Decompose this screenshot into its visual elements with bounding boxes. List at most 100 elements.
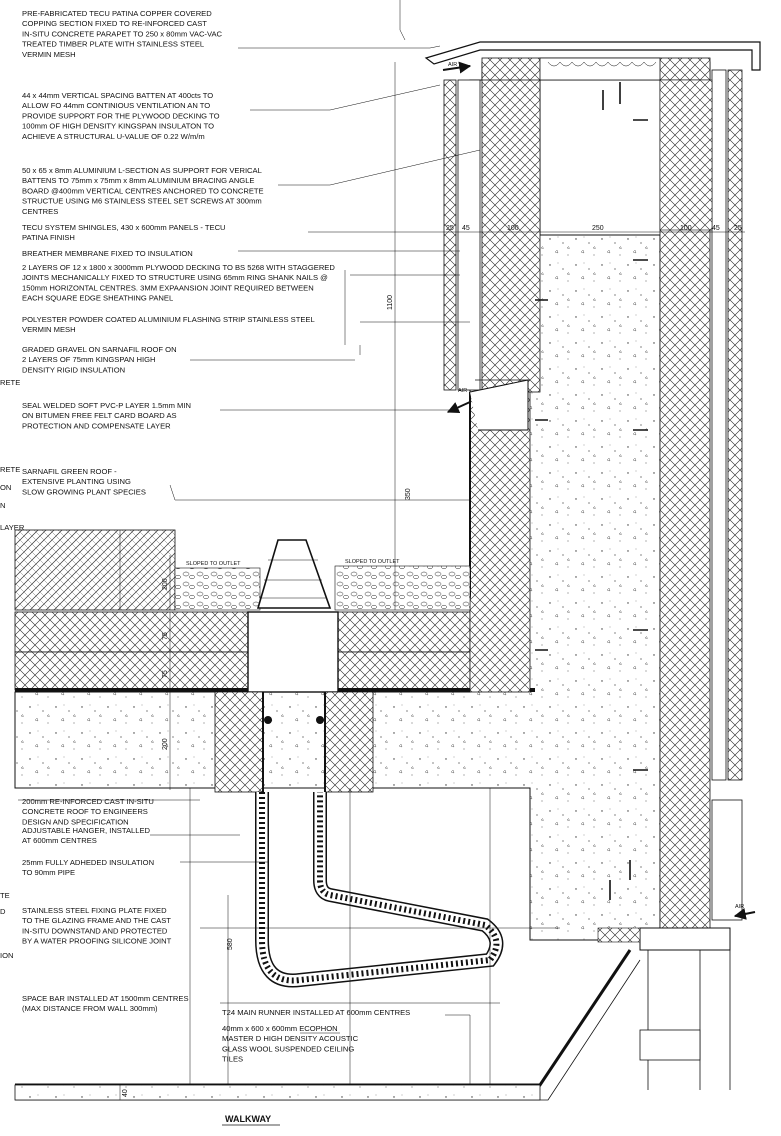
clipped-label: LAYER	[0, 523, 25, 532]
flashing-strip	[469, 379, 529, 431]
gravel-left	[174, 567, 261, 611]
air-label-3: AIR	[735, 904, 744, 910]
dimension-label-vertical: 580	[227, 938, 234, 950]
note-copping-line: COPPING SECTION FIXED TO RE-INFORCED CAS…	[22, 19, 207, 28]
dimension-label-vertical: 200	[162, 578, 169, 590]
dimension-label-top: 45	[462, 225, 470, 232]
note-pvcp-line: PROTECTION AND COMPENSATE LAYER	[22, 421, 171, 430]
note-breather-line: BREATHER MEMBRANE FIXED TO INSULATION	[22, 249, 193, 258]
note-lsection-line: BATTENS TO 75mm x 75mm x 8mm ALUMINIUM B…	[22, 176, 255, 185]
roof-insulation-upper	[14, 611, 471, 653]
note-fixplate-line: TO THE GLAZING FRAME AND THE CAST	[22, 916, 171, 925]
clipped-label: RETE	[0, 378, 20, 387]
air-label-2: AIR	[458, 388, 467, 394]
timber-plate	[539, 57, 661, 81]
note-spacebar-line: SPACE BAR INSTALLED AT 1500mm CENTRES	[22, 994, 189, 1003]
note-shingles-line: PATINA FINISH	[22, 233, 75, 242]
note-lsection-line: BOARD @400mm VERTICAL CENTRES ANCHORED T…	[22, 186, 264, 195]
note-runner-line: T24 MAIN RUNNER INSTALLED AT 600mm CENTR…	[222, 1008, 410, 1017]
note-spacebar-line: (MAX DISTANCE FROM WALL 300mm)	[22, 1004, 158, 1013]
note-ecophon-line: MASTER D HIGH DENSITY ACOUSTIC	[222, 1034, 359, 1043]
note-copping-line: PRE-FABRICATED TECU PATINA COPPER COVERE…	[22, 9, 212, 18]
gravel-right	[334, 565, 471, 611]
note-copping-line: IN-SITU CONCRETE PARAPET TO 250 x 80mm V…	[22, 29, 223, 38]
annotation-notes: PRE-FABRICATED TECU PATINA COPPER COVERE…	[22, 9, 410, 1064]
note-greenroof-line: SLOW GROWING PLANT SPECIES	[22, 487, 146, 496]
downpipe-insulation-right	[324, 691, 374, 793]
note-gravel-line: DENSITY RIGID INSULATION	[22, 365, 125, 374]
structure	[14, 41, 761, 1101]
walkway-caption: WALKWAY	[225, 1114, 271, 1124]
note-fixplate-line: IN-SITU DOWNSTAND AND PROTECTED	[22, 926, 168, 935]
note-concrete-line: CONCRETE ROOF TO ENGINEERS	[22, 807, 148, 816]
note-lsection-line: STRUCTUE USING M6 STAINLESS STEEL SET SC…	[22, 197, 262, 206]
note-greenroof-line: EXTENSIVE PLANTING USING	[22, 477, 131, 486]
note-pvcp-line: SEAL WELDED SOFT PVC-P LAYER 1.5mm MIN	[22, 401, 191, 410]
note-pipeins-line: TO 90mm PIPE	[22, 868, 75, 877]
note-batten-line: 100mm OF HIGH DENSITY KINGSPAN INSULATON…	[22, 122, 214, 131]
green-roof-planting	[14, 529, 176, 611]
note-ecophon-line: GLASS WOOL SUSPENDED CEILING	[222, 1044, 354, 1053]
note-hanger-line: AT 600mm CENTRES	[22, 836, 97, 845]
roof-insulation-lower	[14, 651, 471, 691]
note-copping-line: TREATED TIMBER PLATE WITH STAINLESS STEE…	[22, 40, 204, 49]
note-concrete-line: 200mm RE-INFORCED CAST IN-SITU	[22, 797, 154, 806]
upstand-insulation	[469, 391, 531, 693]
note-batten-line: PROVIDE SUPPORT FOR THE PLYWOOD DECKING …	[22, 111, 220, 120]
hanger-rods	[189, 788, 491, 1085]
note-copping-line: VERMIN MESH	[22, 50, 76, 59]
dimension-label-top: 250	[592, 225, 604, 232]
note-gravel-line: 2 LAYERS OF 75mm KINGSPAN HIGH	[22, 355, 155, 364]
note-plywood-line: JOINTS MECHANICALLY FIXED TO STRUCTURE U…	[22, 273, 328, 282]
clipped-label: D	[0, 907, 6, 916]
note-plywood-line: 150mm HORIZONTAL CENTRES. 3MM EXPAANSION…	[22, 283, 314, 292]
copper-copping	[424, 41, 761, 71]
note-fixplate-line: STAINLESS STEEL FIXING PLATE FIXED	[22, 906, 167, 915]
slope-label-right: SLOPED TO OUTLET	[345, 559, 400, 565]
dimension-label-vertical: 40	[122, 1089, 129, 1097]
air-flow-arrows	[442, 61, 756, 920]
note-gravel-line: GRADED GRAVEL ON SARNAFIL ROOF ON	[22, 345, 177, 354]
glazing-frame	[639, 927, 731, 951]
note-flashing-line: POLYESTER POWDER COATED ALUMINIUM FLASHI…	[22, 315, 315, 324]
shingles-right	[727, 69, 743, 781]
dimension-label-top: 100	[680, 225, 692, 232]
note-ecophon-line: TILES	[222, 1055, 243, 1064]
note-concrete-line: DESIGN AND SPECIFICATION	[22, 817, 129, 826]
dimension-label-vertical: 75	[162, 670, 169, 678]
note-ecophon-line: 40mm x 600 x 600mm ECOPHON	[222, 1024, 338, 1033]
slope-label-left: SLOPED TO OUTLET	[186, 561, 241, 567]
anchor-bolts	[535, 82, 648, 900]
note-greenroof-line: SARNAFIL GREEN ROOF -	[22, 467, 117, 476]
air-label-1: AIR	[448, 62, 457, 68]
roof-outlet-cage	[256, 539, 332, 609]
note-lsection-line: 50 x 65 x 8mm ALUMINIUM L-SECTION AS SUP…	[22, 166, 262, 175]
note-batten-line: ALLOW FO 44mm CONTINIOUS VENTILATION AN …	[22, 101, 210, 110]
dimension-label-vertical: 200	[162, 738, 169, 750]
note-flashing-line: VERMIN MESH	[22, 325, 76, 334]
clipped-label: RETE	[0, 465, 20, 474]
dimension-label-top: 45	[712, 225, 720, 232]
note-plywood-line: 2 LAYERS OF 12 x 1800 x 3000mm PLYWOOD D…	[22, 263, 335, 272]
note-plywood-line: EACH SQUARE EDGE SHEATHING PANEL	[22, 294, 173, 303]
clipped-label: TE	[0, 891, 10, 900]
outlet-body	[247, 611, 339, 693]
ceiling-tile-strip	[14, 1084, 541, 1101]
suspended-ceiling	[15, 949, 632, 1087]
dimension-label-top: 25	[734, 225, 742, 232]
dimension-label-vertical: 1100	[387, 295, 394, 310]
shingles-left	[443, 79, 457, 391]
clipped-label: ON	[0, 483, 11, 492]
note-shingles-line: TECU SYSTEM SHINGLES, 430 x 600mm PANELS…	[22, 223, 226, 232]
note-lsection-line: CENTRES	[22, 207, 58, 216]
note-pvcp-line: ON BITUMEN FREE FELT CARD BOARD AS	[22, 411, 177, 420]
downpipe-insulation-left	[214, 691, 264, 793]
clipped-label: ION	[0, 951, 14, 960]
dimension-label-vertical: 75	[162, 632, 169, 640]
dimension-label-vertical: 350	[405, 488, 412, 500]
note-batten-line: 44 x 44mm VERTICAL SPACING BATTEN AT 400…	[22, 91, 213, 100]
note-hanger-line: ADJUSTABLE HANGER, INSTALLED	[22, 826, 151, 835]
note-fixplate-line: BY A WATER PROOFING SILICONE JOINT	[22, 937, 172, 946]
dimension-label-top: 25	[446, 225, 454, 232]
